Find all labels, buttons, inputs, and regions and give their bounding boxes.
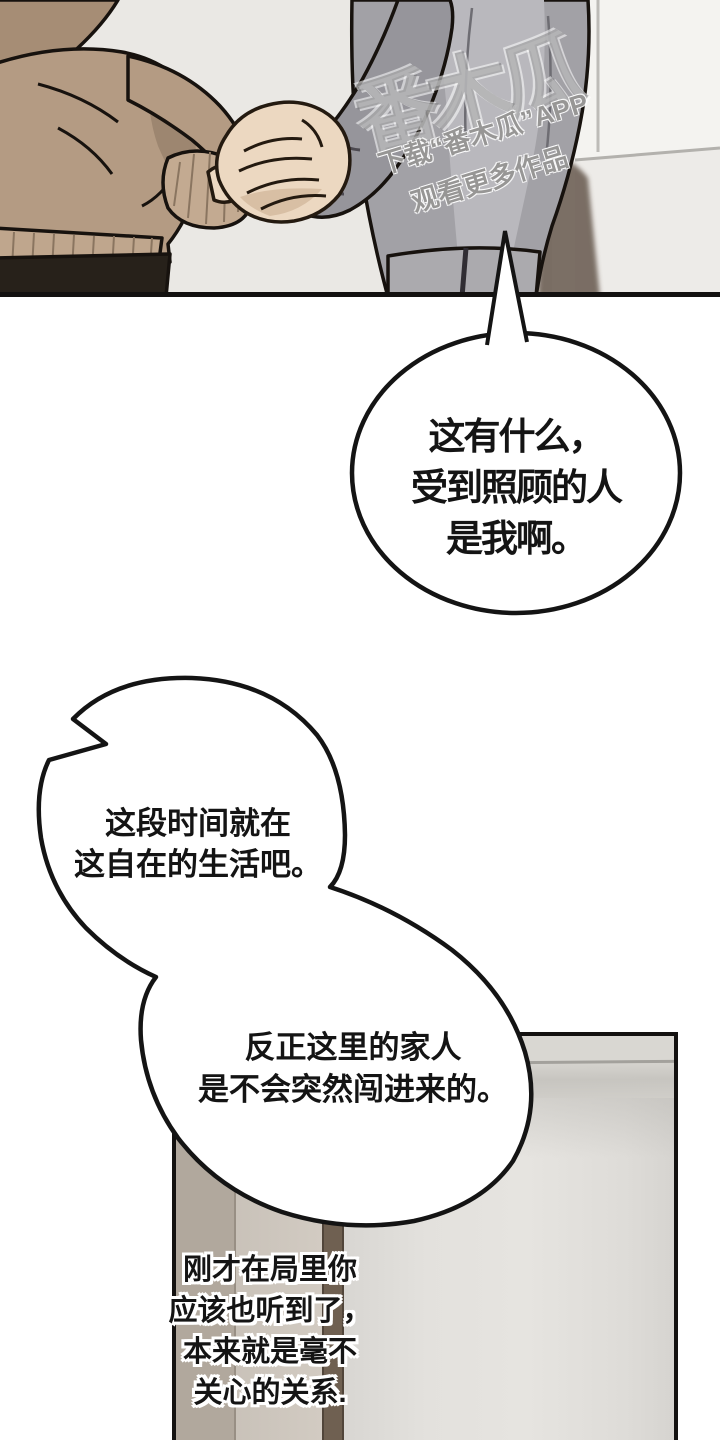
speech-bubble-2-3-shape — [36, 675, 534, 1228]
speech-line: 是不会突然闯进来的。 — [198, 1072, 508, 1107]
caption-line: 关心的关系. — [193, 1377, 347, 1409]
speech-line: 这段时间就在 — [105, 806, 291, 841]
speech-bubble-1-text: 这有什么， 受到照顾的人 是我啊。 — [356, 411, 676, 564]
speech-line: 这自在的生活吧。 — [74, 847, 322, 882]
panel2-caption-text: 刚才在局里你 应该也听到了， 本来就是毫不 关心的关系. — [150, 1250, 390, 1414]
speech-bubble-3-text: 反正这里的家人 是不会突然闯进来的。 — [175, 1027, 531, 1111]
caption-line: 应该也听到了， — [168, 1295, 372, 1327]
panel-top-illustration: 番木瓜 下载“番木瓜”APP 观看更多作品 — [0, 0, 720, 297]
caption-line: 本来就是毫不 — [182, 1336, 357, 1368]
speech-bubble-2-text: 这段时间就在 这自在的生活吧。 — [40, 803, 356, 885]
speech-line: 是我啊。 — [446, 518, 588, 559]
speech-line: 受到照顾的人 — [411, 467, 623, 508]
speech-line: 反正这里的家人 — [244, 1030, 462, 1065]
speech-line: 这有什么， — [428, 416, 606, 457]
panel1-artwork — [0, 0, 720, 292]
clasped-hands — [206, 100, 352, 224]
speech-bubble-1-tail — [485, 230, 529, 346]
wall-lower-right — [575, 148, 720, 292]
counter-edge-line — [574, 146, 720, 162]
caption-line: 刚才在局里你 — [182, 1254, 357, 1286]
